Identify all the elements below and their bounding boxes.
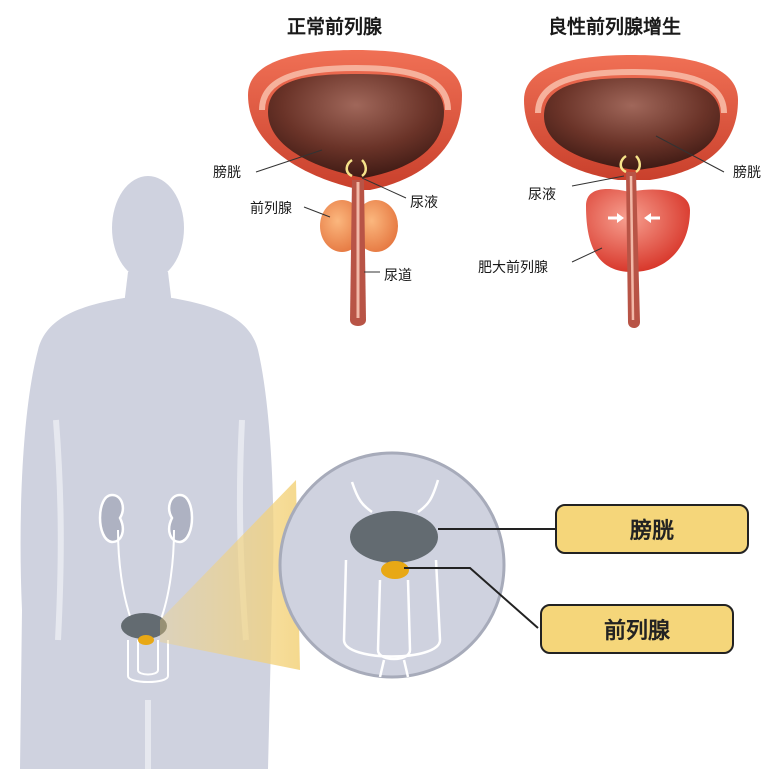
- normal-bladder-label: 膀胱: [213, 162, 241, 182]
- normal-prostate-label: 前列腺: [250, 198, 292, 218]
- prostate-callout: 前列腺: [540, 604, 734, 654]
- bph-bladder-label: 膀胱: [733, 162, 761, 182]
- body-prostate: [138, 635, 154, 645]
- bph-illustration: [524, 55, 738, 328]
- body-silhouette: [20, 176, 273, 769]
- zoom-bladder: [350, 511, 438, 563]
- normal-urine-label: 尿液: [410, 192, 438, 212]
- bph-enlarged-prostate-label: 肥大前列腺: [478, 257, 548, 277]
- bph-urine-label: 尿液: [528, 184, 556, 204]
- normal-title: 正常前列腺: [287, 12, 382, 39]
- normal-urethra-label: 尿道: [384, 265, 412, 285]
- bladder-callout: 膀胱: [555, 504, 749, 554]
- zoom-circle: [280, 453, 504, 677]
- bph-title: 良性前列腺增生: [548, 12, 681, 39]
- normal-prostate-illustration: [248, 50, 462, 326]
- zoom-prostate: [381, 561, 409, 579]
